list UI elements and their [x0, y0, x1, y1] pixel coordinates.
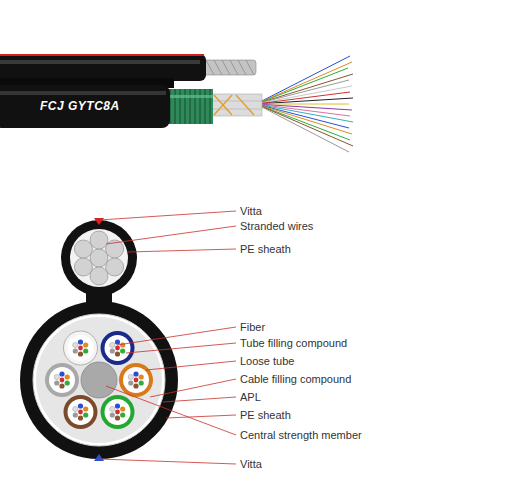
apl-layer — [33, 314, 165, 446]
sheath-highlight — [0, 91, 166, 95]
fiber-strand — [256, 98, 353, 104]
fiber-group — [73, 403, 89, 420]
leader-line — [99, 459, 236, 464]
part-label: Vitta — [240, 204, 262, 218]
loose-tubes — [45, 331, 153, 429]
vitta-stripe — [0, 54, 204, 56]
part-label: PE sheath — [240, 242, 291, 256]
leader-line — [106, 226, 236, 244]
leader-lines — [99, 211, 236, 464]
pe-sheath — [20, 301, 178, 459]
wire-strand — [246, 60, 254, 75]
steel-wire — [90, 267, 108, 285]
steel-wire — [90, 249, 108, 267]
loose-tube — [64, 331, 98, 365]
tube-filling — [105, 335, 131, 361]
fiber-strand — [256, 104, 349, 152]
loose-tube — [64, 395, 98, 429]
leader-line — [117, 327, 236, 345]
fiber-strand — [256, 92, 350, 104]
fiber-strand — [256, 104, 350, 140]
part-label: PE sheath — [240, 408, 291, 422]
part-label: Stranded wires — [240, 219, 313, 233]
tube-filling — [68, 335, 94, 361]
vitta-mark — [94, 218, 104, 225]
fiber-group — [73, 339, 89, 356]
corrugation — [199, 89, 200, 124]
corrugation — [184, 89, 185, 124]
messenger-sheath — [61, 220, 137, 296]
central-strength-member — [81, 362, 117, 398]
messenger-core — [70, 229, 128, 287]
part-label: Central strength member — [240, 428, 362, 442]
cable-filling — [36, 317, 162, 443]
leader-line — [150, 379, 236, 397]
tube-filling — [68, 399, 94, 425]
vitta-mark — [94, 454, 104, 461]
part-label: Cable filling compound — [240, 372, 351, 386]
corrugation — [204, 89, 205, 124]
wire-strands — [206, 60, 254, 75]
steel-wire — [74, 258, 92, 276]
fiber-strand — [256, 104, 352, 134]
loose-tube — [101, 395, 135, 429]
steel-wire — [200, 60, 256, 75]
tube-filling — [49, 367, 75, 393]
fiber-group — [110, 403, 126, 420]
binder-yarn — [214, 95, 232, 115]
corrugation — [189, 89, 190, 124]
loose-tube — [45, 363, 79, 397]
leader-line — [126, 343, 236, 353]
fiber-group — [54, 371, 70, 388]
outer-sheath — [0, 85, 170, 128]
leader-line — [166, 415, 236, 418]
sheath-highlight — [0, 60, 200, 64]
corrugation — [209, 89, 210, 124]
tube-filling — [105, 399, 131, 425]
part-label: Fiber — [240, 320, 265, 334]
stranded-wires — [74, 231, 123, 285]
binder-yarn — [214, 95, 232, 115]
binder-yarn — [236, 95, 254, 115]
messenger-sheath — [0, 54, 206, 81]
corrugation — [174, 89, 175, 124]
fiber-strand — [256, 104, 349, 105]
fiber-strand — [256, 104, 353, 146]
steel-wire — [74, 240, 92, 258]
corrugation — [194, 89, 195, 124]
steel-wire — [90, 231, 108, 249]
armor-corrugation — [170, 89, 210, 124]
wire-strand — [206, 60, 214, 75]
part-label: Tube filling compound — [240, 336, 347, 350]
wire-strand — [214, 60, 222, 75]
leader-line — [106, 386, 236, 435]
fiber-fan — [256, 56, 353, 152]
fiber-strand — [256, 74, 353, 104]
wire-strand — [230, 60, 238, 75]
fiber-strand — [256, 62, 352, 104]
cable-marking: FCJ GYTC8A — [40, 99, 120, 113]
loose-tube — [101, 331, 135, 365]
leader-line — [99, 211, 236, 220]
leader-line — [163, 397, 236, 402]
part-label: APL — [240, 390, 261, 404]
steel-wire — [106, 258, 124, 276]
part-label: Loose tube — [240, 354, 294, 368]
wire-strand — [222, 60, 230, 75]
fiber-strand — [256, 86, 352, 104]
fiber-strand — [256, 56, 350, 104]
leader-line — [128, 249, 236, 252]
tube-filling — [123, 367, 149, 393]
leader-line — [146, 361, 236, 370]
corrugation — [179, 89, 180, 124]
loose-tube — [119, 363, 153, 397]
part-label: Vitta — [240, 457, 262, 471]
fiber-strand — [256, 80, 349, 104]
wire-strand — [238, 60, 246, 75]
fiber-group — [128, 371, 144, 388]
fiber-group — [110, 339, 126, 356]
